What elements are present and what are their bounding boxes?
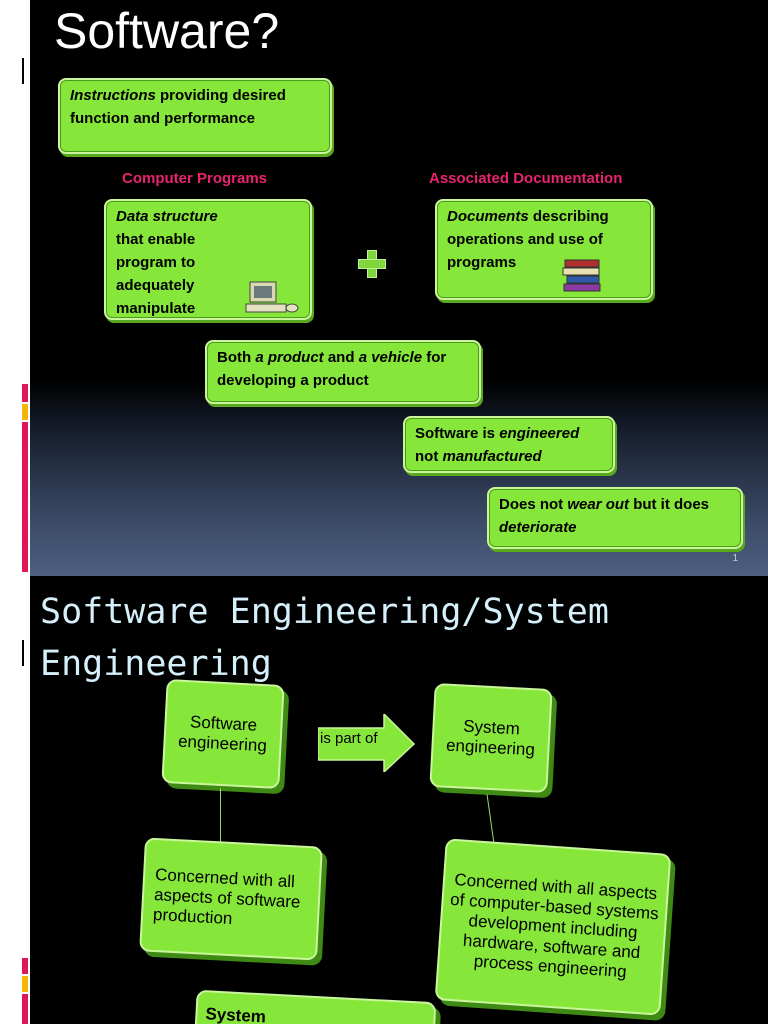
wear-out-box: Does not wear out but it does deteriorat…	[487, 487, 743, 549]
system-engineering-description-box: Concerned with all aspects of computer-b…	[434, 838, 672, 1016]
instructions-box: Instructions providing desired function …	[58, 78, 332, 154]
connector-line	[220, 788, 221, 846]
label-associated-documentation: Associated Documentation	[429, 170, 623, 187]
connector-line	[486, 794, 495, 844]
computer-clipart-icon	[245, 281, 299, 313]
slide-software-system-engineering: Software Engineering/System Engineering …	[30, 576, 768, 1024]
plus-icon	[358, 250, 386, 278]
arrow-label: is part of	[320, 730, 378, 747]
accent-stripe	[22, 994, 28, 1024]
slide-software: Software? Instructions providing desired…	[30, 0, 768, 576]
page-number: 1	[732, 553, 738, 564]
slide-title: Software Engineering/System Engineering	[40, 592, 609, 684]
software-engineering-description-box: Concerned with all aspects of software p…	[139, 837, 323, 961]
accent-stripe	[22, 422, 28, 572]
software-engineering-box: Software engineering	[161, 678, 285, 790]
accent-stripe	[22, 384, 28, 402]
right-arrow-icon	[318, 714, 416, 772]
slide-marker-icon	[18, 58, 28, 84]
slide-title: Software?	[54, 3, 280, 59]
slide-marker-icon	[18, 640, 28, 666]
accent-stripe	[22, 976, 28, 992]
books-clipart-icon	[562, 259, 601, 292]
data-structure-box: Data structure that enable program to ad…	[104, 199, 312, 340]
label-computer-programs: Computer Programs	[122, 170, 268, 187]
accent-stripe	[22, 958, 28, 974]
system-engineering-box: System engineering	[429, 682, 553, 794]
accent-stripe	[22, 404, 28, 420]
documents-box: Documents describing operations and use …	[435, 199, 653, 300]
engineered-box: Software is engineered not manufactured	[403, 416, 615, 473]
product-vehicle-box: Both a product and a vehicle for develop…	[205, 340, 481, 404]
system-partial-box: System	[193, 989, 437, 1024]
